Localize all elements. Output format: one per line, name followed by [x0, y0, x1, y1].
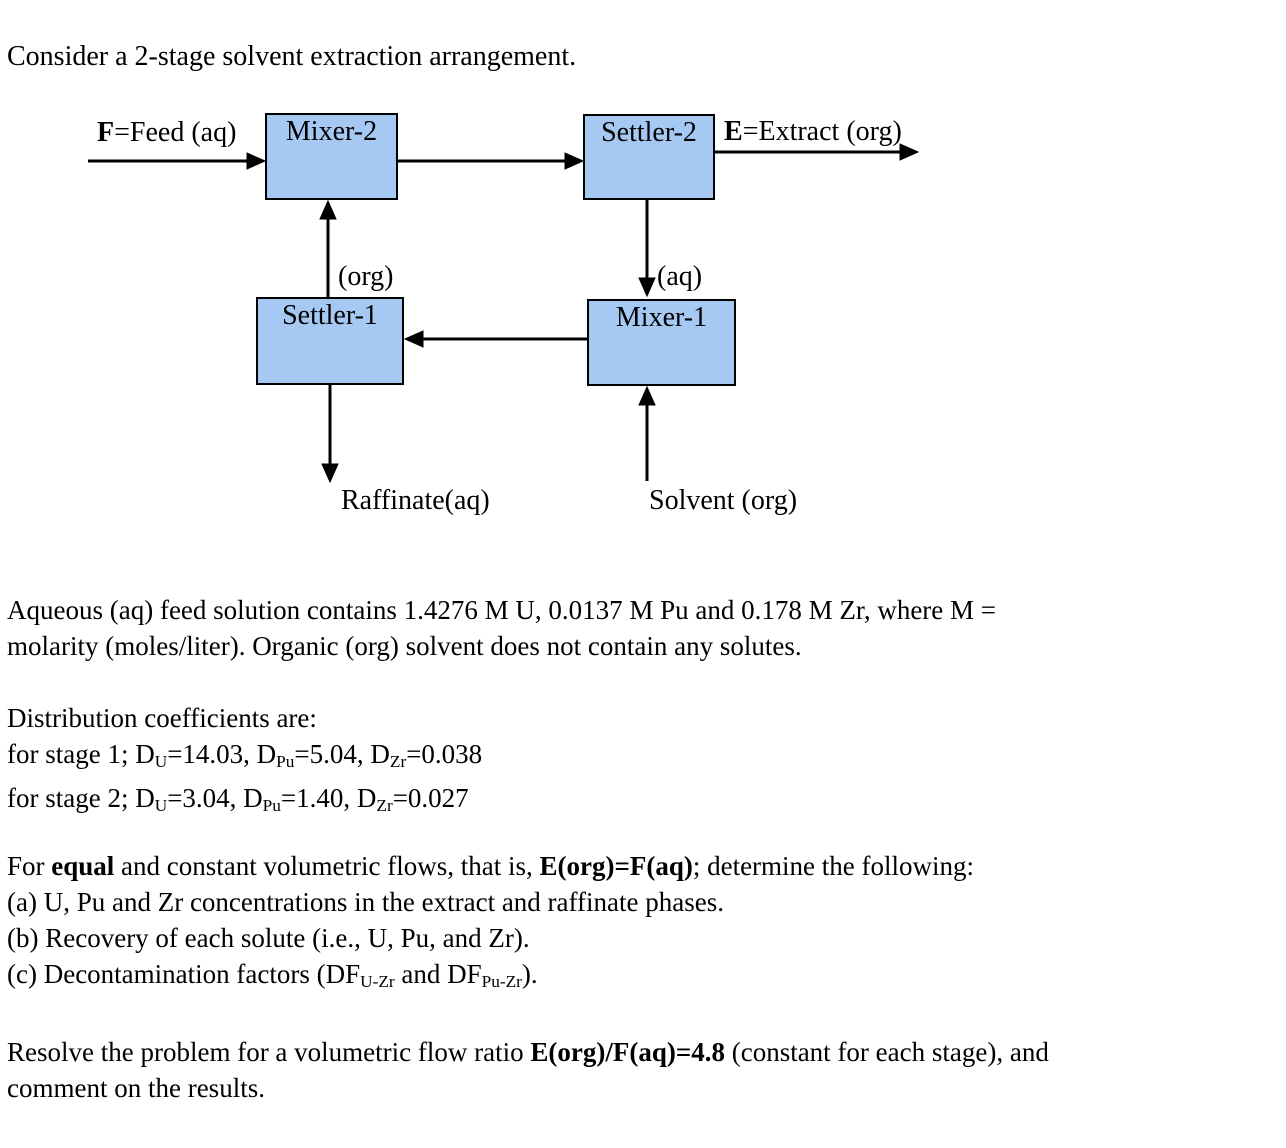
solvent-stream-label: Solvent (org) — [649, 485, 798, 516]
text-line: (c) Decontamination factors (DFU-Zr and … — [7, 959, 538, 991]
raffinate-stream-label: Raffinate(aq) — [341, 485, 490, 516]
text-line: for stage 1; DU=14.03, DPu=5.04, DZr=0.0… — [7, 739, 483, 771]
settler-2-box: Settler-2 — [583, 114, 715, 200]
text-line: (a) U, Pu and Zr concentrations in the e… — [7, 887, 724, 917]
mixer-1-box: Mixer-1 — [587, 299, 736, 386]
diagram-arrows — [88, 143, 920, 484]
text-line: (b) Recovery of each solute (i.e., U, Pu… — [7, 923, 530, 953]
text-line: molarity (moles/liter). Organic (org) so… — [7, 631, 802, 661]
page-title: Consider a 2-stage solvent extraction ar… — [7, 41, 577, 72]
feed-composition-paragraph: Aqueous (aq) feed solution contains 1.42… — [7, 592, 996, 664]
extract-arrow — [715, 143, 920, 161]
text-line: For equal and constant volumetric flows,… — [7, 851, 975, 881]
resolve-paragraph: Resolve the problem for a volumetric flo… — [7, 1034, 1049, 1106]
distribution-coefficients-paragraph: Distribution coefficients are: for stage… — [7, 700, 482, 824]
mixer2-to-settler2-arrow — [398, 152, 585, 170]
text-line: for stage 2; DU=3.04, DPu=1.40, DZr=0.02… — [7, 782, 469, 815]
settler-2-label: Settler-2 — [601, 117, 697, 148]
questions-paragraph: For equal and constant volumetric flows,… — [7, 848, 974, 1000]
mixer1-to-settler1-arrow — [403, 330, 587, 348]
text-line: Aqueous (aq) feed solution contains 1.42… — [7, 595, 997, 625]
mixer-2-label: Mixer-2 — [285, 116, 378, 147]
settler-1-label: Settler-1 — [282, 300, 378, 331]
extract-stream-label: E=Extract (org) — [724, 116, 902, 147]
mixer-1-label: Mixer-1 — [615, 302, 708, 333]
text-line: Resolve the problem for a volumetric flo… — [7, 1037, 1049, 1067]
settler-1-box: Settler-1 — [256, 297, 404, 385]
text-line: comment on the results. — [7, 1073, 265, 1103]
settler1-to-mixer2-arrow — [319, 199, 337, 297]
settler2-to-mixer1-arrow — [638, 200, 656, 298]
mixer-2-box: Mixer-2 — [265, 113, 398, 200]
raffinate-arrow — [321, 385, 339, 484]
feed-stream-label: F=Feed (aq) — [97, 117, 237, 148]
text-line: Distribution coefficients are: — [7, 703, 317, 733]
aq-interstage-label: (aq) — [657, 261, 703, 292]
feed-arrow — [88, 152, 267, 170]
org-recycle-label: (org) — [338, 261, 394, 292]
solvent-arrow — [638, 385, 656, 481]
